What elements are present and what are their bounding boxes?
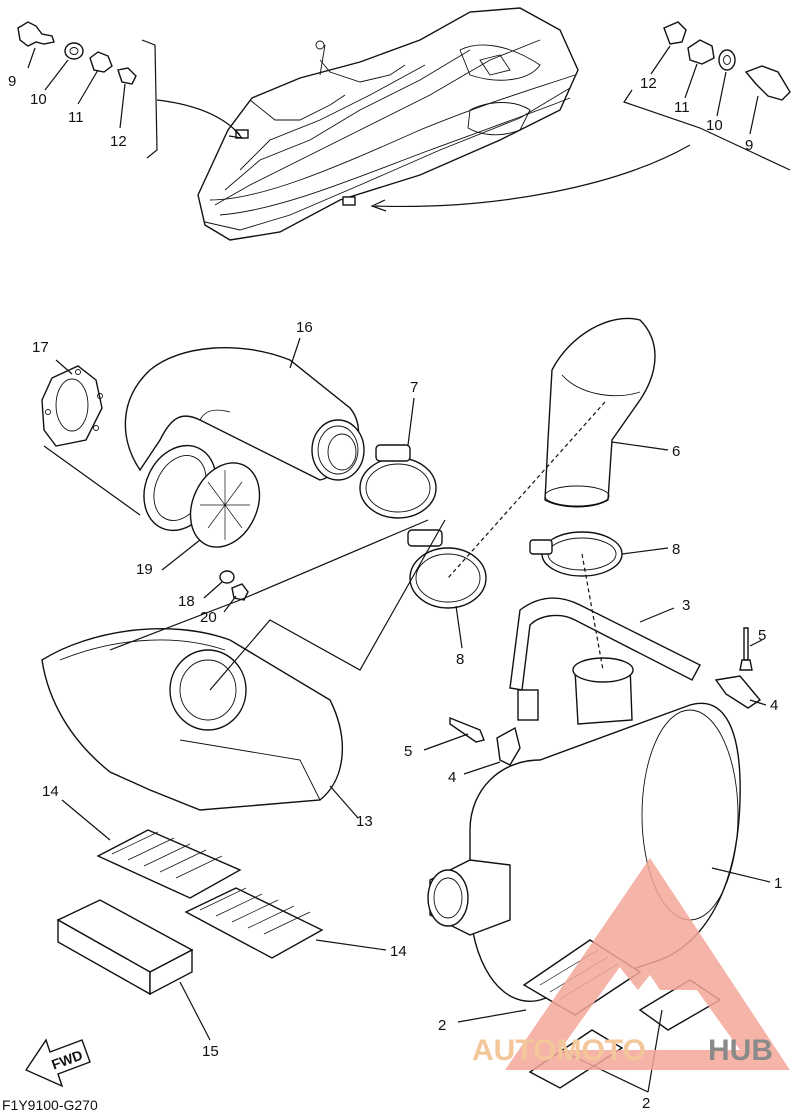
- bracket-4-mid: [496, 726, 521, 766]
- callout-3: 3: [682, 597, 690, 614]
- callout-13: 13: [356, 813, 373, 830]
- pad-14-top: [96, 829, 242, 899]
- strap-3: [509, 597, 701, 721]
- callout-5-mid: 5: [404, 743, 412, 760]
- diagram-code: F1Y9100-G270: [2, 1097, 98, 1113]
- watermark-brand-part2: HUB: [708, 1034, 773, 1067]
- callout-8-mid: 8: [456, 651, 464, 668]
- callout-1: 1: [774, 875, 782, 892]
- pad-14-bottom: [184, 887, 324, 959]
- callout-2-left: 2: [438, 1017, 446, 1034]
- callout-4-right: 4: [770, 697, 778, 714]
- callout-8-right: 8: [672, 541, 680, 558]
- fwd-arrow: FWD: [24, 1038, 91, 1088]
- watercraft-illustration: [197, 7, 579, 241]
- clamp-8-mid: [407, 529, 487, 609]
- callout-6: 6: [672, 443, 680, 460]
- callout-7: 7: [410, 379, 418, 396]
- callout-10-right: 10: [706, 117, 723, 134]
- watermark-triangle-icon: [505, 858, 790, 1070]
- watermark-logo: [505, 858, 790, 1070]
- callout-2-bottom: 2: [642, 1095, 650, 1112]
- callout-19: 19: [136, 561, 153, 578]
- gasket-19: [143, 444, 261, 548]
- bolt-set-right: [370, 21, 791, 212]
- callout-12-left: 12: [110, 133, 127, 150]
- callout-numbers: 9 10 11 12 12 11 10 9 16 17 7 6 8 19 18 …: [8, 73, 782, 1112]
- callout-11-right: 11: [674, 99, 690, 116]
- callout-11-left: 11: [68, 109, 84, 126]
- callout-12-right: 12: [640, 75, 657, 92]
- foam-block-15: [56, 899, 194, 996]
- bolt-18-20: [219, 570, 249, 601]
- callout-14-bottom: 14: [390, 943, 407, 960]
- watermark-brand-part1: AUTOMOTO: [472, 1034, 646, 1067]
- callout-14-top: 14: [42, 783, 59, 800]
- bolt-set-left: [17, 21, 244, 159]
- flange-17: [41, 365, 103, 447]
- callout-17: 17: [32, 339, 49, 356]
- callout-18: 18: [178, 593, 195, 610]
- callout-9-right: 9: [745, 137, 753, 154]
- rivet-5: [449, 627, 753, 743]
- callout-20: 20: [200, 609, 217, 626]
- cover-13: [41, 628, 343, 811]
- watermark-inner-mark-icon: [618, 915, 700, 990]
- bracket-4-right: [714, 675, 762, 709]
- callout-4-mid: 4: [448, 769, 456, 786]
- callout-10-left: 10: [30, 91, 47, 108]
- exhaust-pipe-16: [124, 347, 365, 481]
- exhaust-pipe-6: [544, 317, 656, 508]
- callout-16: 16: [296, 319, 313, 336]
- clamp-8-right: [529, 531, 623, 577]
- clamp-7: [359, 444, 437, 519]
- callout-9-left: 9: [8, 73, 16, 90]
- callout-5-right: 5: [758, 627, 766, 644]
- callout-15: 15: [202, 1043, 219, 1060]
